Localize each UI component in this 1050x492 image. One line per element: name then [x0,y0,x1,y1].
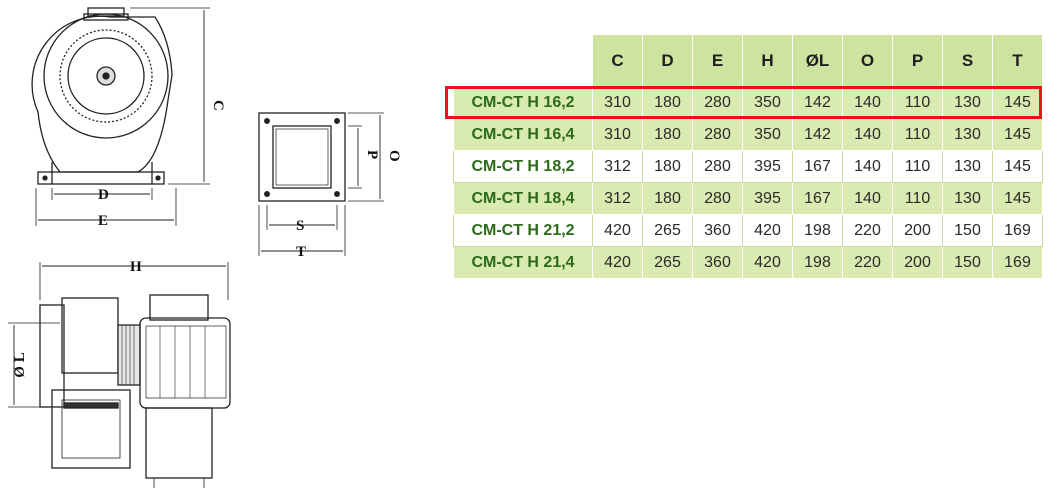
value-cell: 280 [692,118,743,151]
model-name-cell: CM-CT H 16,4 [453,118,593,151]
technical-drawings: C D E P O S T [8,7,402,488]
value-cell: 220 [842,214,893,247]
value-cell: 198 [792,214,843,247]
value-cell: 110 [892,182,943,215]
model-name-cell: CM-CT H 18,4 [453,182,593,215]
table-row: CM-CT H 18,2 312 180 280 395 167 140 110… [453,150,1043,183]
value-cell: 142 [792,118,843,151]
value-cell: 310 [592,118,643,151]
dim-label-c: C [210,100,226,111]
value-cell: 130 [942,150,993,183]
model-name-cell: CM-CT H 16,2 [453,86,593,119]
table-row: CM-CT H 16,4 310 180 280 350 142 140 110… [453,118,1043,151]
table-corner-cell [453,34,593,87]
value-cell: 140 [842,182,893,215]
dim-label-h: H [130,259,142,275]
value-cell: 140 [842,86,893,119]
value-cell: 280 [692,182,743,215]
value-cell: 420 [592,214,643,247]
value-cell: 110 [892,86,943,119]
value-cell: 310 [592,86,643,119]
value-cell: 420 [742,246,793,279]
value-cell: 142 [792,86,843,119]
value-cell: 180 [642,118,693,151]
dim-label-s: S [296,218,304,234]
model-name-cell: CM-CT H 21,2 [453,214,593,247]
value-cell: 167 [792,150,843,183]
dimensions-table: C D E H ØL O P S T CM-CT H 16,2 310 180 … [453,34,1043,279]
value-cell: 169 [992,246,1043,279]
dim-label-o: O [386,150,402,162]
value-cell: 280 [692,86,743,119]
value-cell: 220 [842,246,893,279]
value-cell: 130 [942,86,993,119]
value-cell: 169 [992,214,1043,247]
value-cell: 200 [892,214,943,247]
value-cell: 180 [642,182,693,215]
model-name-cell: CM-CT H 18,2 [453,150,593,183]
value-cell: 167 [792,182,843,215]
value-cell: 312 [592,182,643,215]
dim-label-d: D [98,187,109,203]
value-cell: 110 [892,118,943,151]
column-header: P [892,34,943,87]
table-row: CM-CT H 21,4 420 265 360 420 198 220 200… [453,246,1043,279]
value-cell: 180 [642,150,693,183]
value-cell: 360 [692,214,743,247]
column-header: C [592,34,643,87]
value-cell: 280 [692,150,743,183]
column-header: T [992,34,1043,87]
dim-label-t: T [296,244,306,260]
value-cell: 110 [892,150,943,183]
column-header: H [742,34,793,87]
table-header-row: C D E H ØL O P S T [453,34,1043,87]
value-cell: 350 [742,118,793,151]
front-view-drawing [31,7,210,226]
column-header: S [942,34,993,87]
value-cell: 145 [992,150,1043,183]
value-cell: 395 [742,182,793,215]
value-cell: 180 [642,86,693,119]
value-cell: 145 [992,86,1043,119]
value-cell: 198 [792,246,843,279]
value-cell: 350 [742,86,793,119]
value-cell: 145 [992,182,1043,215]
flange-view-drawing [258,112,384,256]
value-cell: 265 [642,246,693,279]
column-header: E [692,34,743,87]
dim-label-p: P [364,150,380,159]
column-header: O [842,34,893,87]
value-cell: 312 [592,150,643,183]
model-name-cell: CM-CT H 21,4 [453,246,593,279]
dim-label-e: E [98,213,108,229]
value-cell: 360 [692,246,743,279]
value-cell: 150 [942,214,993,247]
value-cell: 130 [942,182,993,215]
table-row: CM-CT H 16,2 310 180 280 350 142 140 110… [453,86,1043,119]
value-cell: 140 [842,150,893,183]
column-header: D [642,34,693,87]
value-cell: 420 [592,246,643,279]
table-row: CM-CT H 18,4 312 180 280 395 167 140 110… [453,182,1043,215]
table-row: CM-CT H 21,2 420 265 360 420 198 220 200… [453,214,1043,247]
value-cell: 140 [842,118,893,151]
value-cell: 265 [642,214,693,247]
value-cell: 145 [992,118,1043,151]
value-cell: 420 [742,214,793,247]
value-cell: 130 [942,118,993,151]
column-header: ØL [792,34,843,87]
value-cell: 150 [942,246,993,279]
value-cell: 395 [742,150,793,183]
value-cell: 200 [892,246,943,279]
top-view-drawing [8,262,231,488]
dim-label-diameter: Ø L [12,352,28,377]
